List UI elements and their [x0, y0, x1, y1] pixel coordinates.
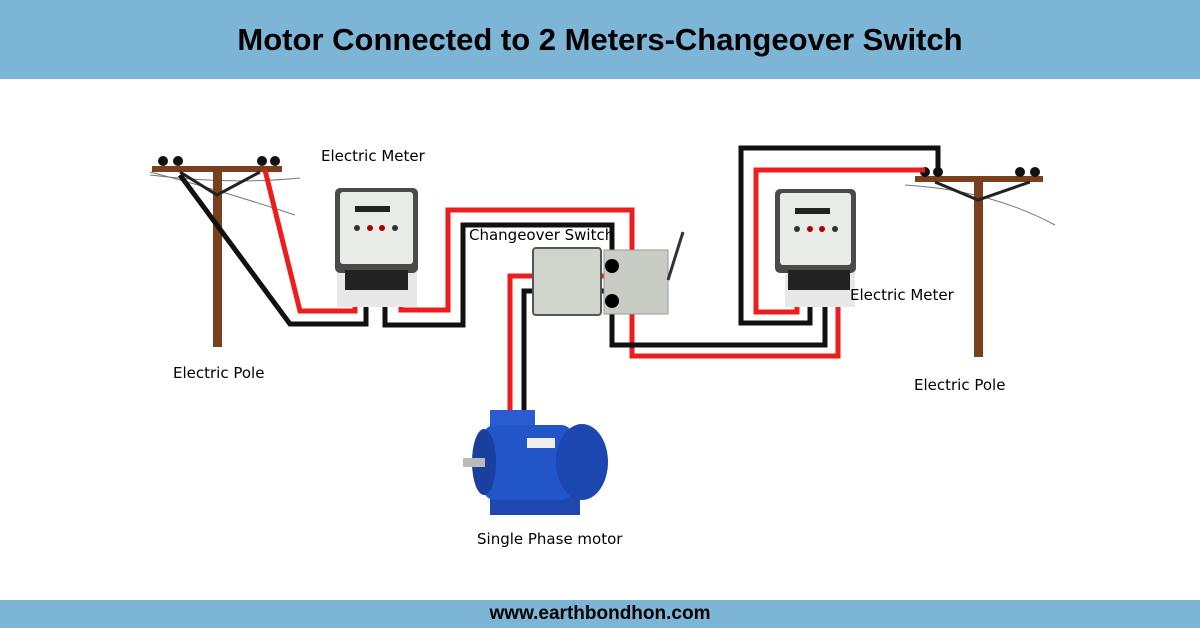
right-electric-meter: [775, 189, 856, 307]
left-electric-pole: [149, 156, 301, 347]
left-electric-meter: [335, 188, 418, 307]
title-banner: Motor Connected to 2 Meters-Changeover S…: [0, 0, 1200, 79]
switch-label: Changeover Switch: [469, 226, 615, 244]
meter1-out-neutral: [382, 222, 828, 348]
right-pole-label: Electric Pole: [914, 376, 1006, 394]
meter2-in-neutral: [738, 145, 941, 326]
page-title: Motor Connected to 2 Meters-Changeover S…: [237, 21, 963, 57]
left-meter-label: Electric Meter: [321, 147, 425, 165]
motor-label: Single Phase motor: [477, 530, 623, 548]
changeover-switch: [532, 231, 685, 316]
website-url: www.earthbondhon.com: [489, 603, 711, 624]
meter1-out-phase: [398, 207, 841, 359]
footer-banner: www.earthbondhon.com: [0, 600, 1200, 628]
left-pole-label: Electric Pole: [173, 364, 265, 382]
single-phase-motor: [463, 410, 608, 515]
right-electric-pole: [904, 167, 1056, 357]
right-meter-label: Electric Meter: [850, 286, 954, 304]
